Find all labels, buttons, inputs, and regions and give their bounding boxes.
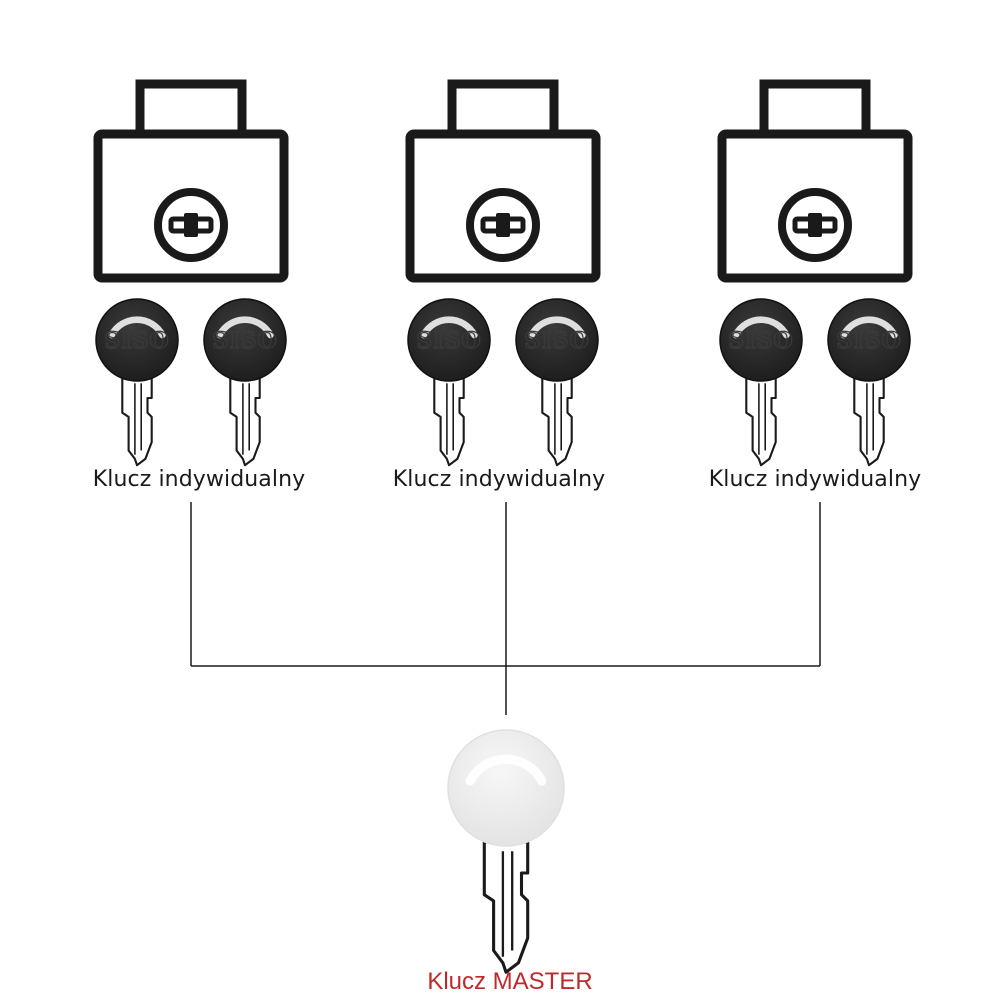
key-brand-engraving: SISO xyxy=(728,328,793,354)
group-1-label: Klucz indywidualny xyxy=(92,467,306,492)
individual-key-icon: SISO xyxy=(95,298,179,467)
keyhole-icon xyxy=(466,188,540,262)
group-2-label: Klucz indywidualny xyxy=(392,467,606,492)
key-blade xyxy=(482,840,530,974)
key-blade xyxy=(745,375,777,467)
keyhole-icon xyxy=(778,188,852,262)
individual-key-icon: SISO xyxy=(827,298,911,467)
individual-key-icon: SISO xyxy=(203,298,287,467)
master-key-label: Klucz MASTER xyxy=(427,968,593,995)
individual-key-icon: SISO xyxy=(719,298,803,467)
lock-group-1: SISO SISO xyxy=(93,79,289,467)
key-blade xyxy=(541,375,573,467)
key-blade xyxy=(229,375,261,467)
padlock-icon xyxy=(93,79,289,283)
key-brand-engraving: SISO xyxy=(104,328,169,354)
lock-group-3: SISO SISO xyxy=(717,79,913,467)
group-3-label: Klucz indywidualny xyxy=(708,467,922,492)
master-key-icon xyxy=(447,729,565,974)
key-brand-engraving: SISO xyxy=(836,328,901,354)
individual-key-icon: SISO xyxy=(407,298,491,467)
lock-group-2: SISO SISO xyxy=(405,79,601,467)
individual-key-icon: SISO xyxy=(515,298,599,467)
keyhole-icon xyxy=(154,188,228,262)
key-brand-engraving: SISO xyxy=(416,328,481,354)
padlock-icon xyxy=(717,79,913,283)
key-brand-engraving: SISO xyxy=(212,328,277,354)
key-blade xyxy=(853,375,885,467)
key-blade xyxy=(121,375,153,467)
connector-lines xyxy=(190,502,821,715)
key-blade xyxy=(433,375,465,467)
key-brand-engraving: SISO xyxy=(524,328,589,354)
padlock-icon xyxy=(405,79,601,283)
